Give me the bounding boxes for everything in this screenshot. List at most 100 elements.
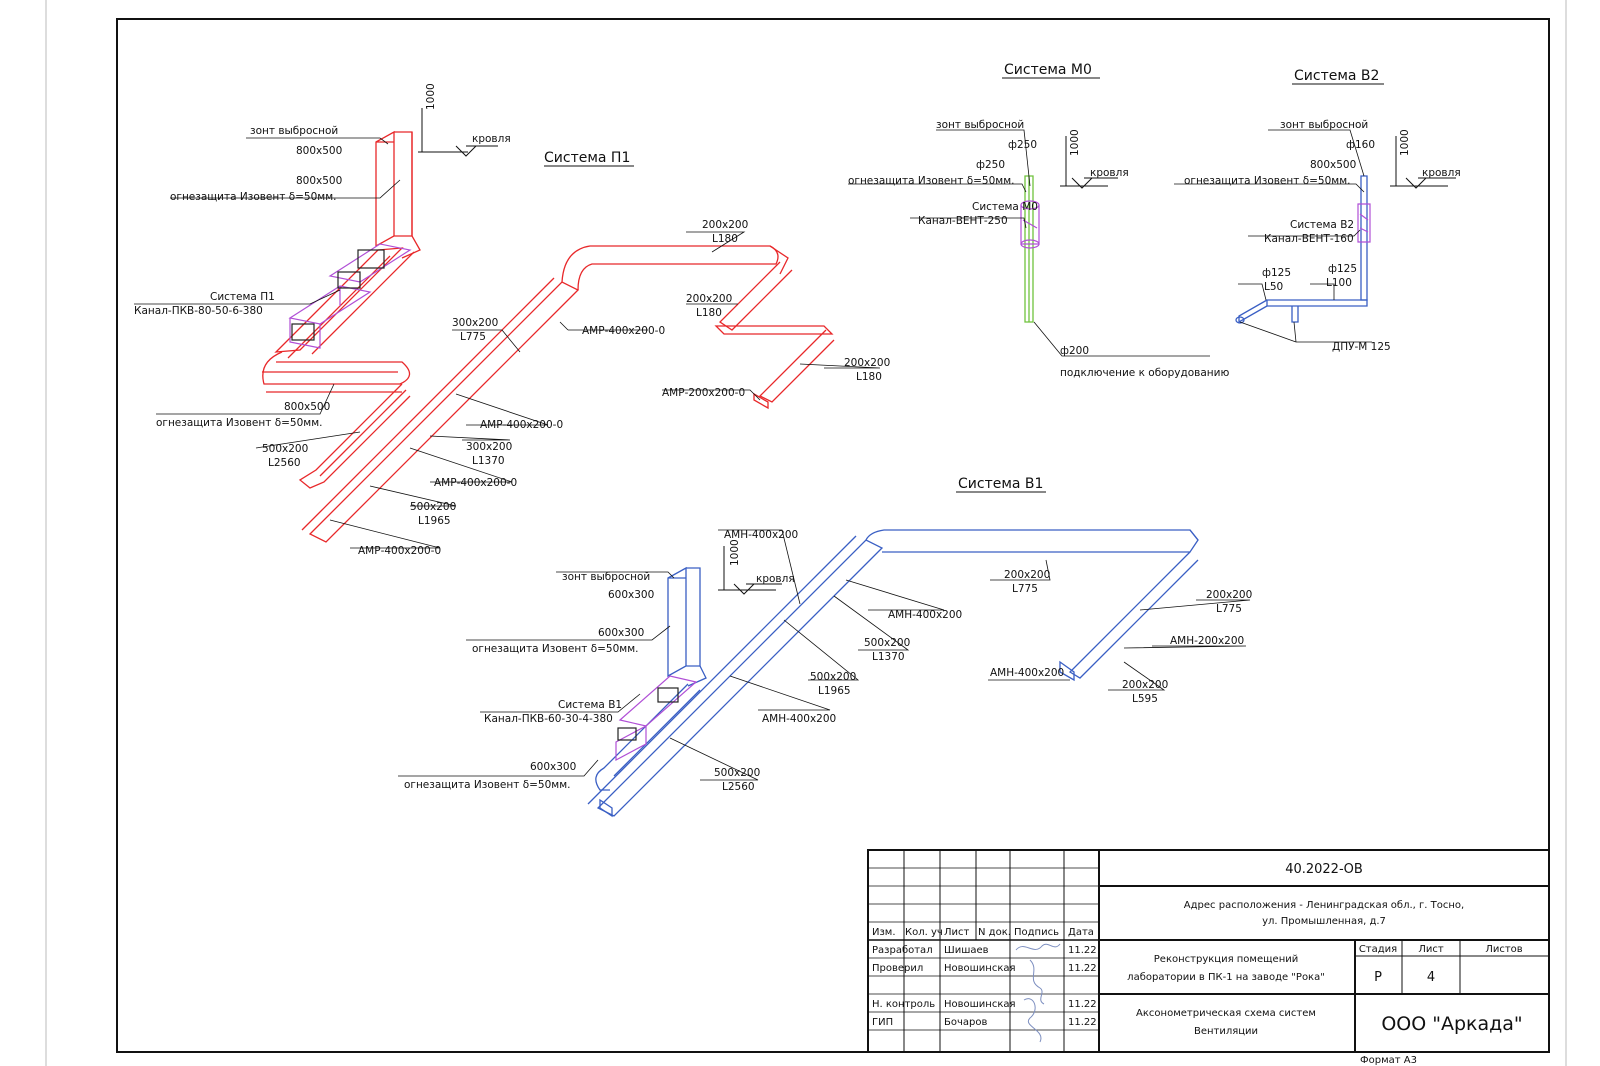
sheet-value: 4 [1427, 970, 1435, 985]
company-name: ООО "Аркада" [1381, 1013, 1522, 1035]
m0-label-4: огнезащита Изовент δ=50мм. [848, 175, 1014, 187]
v1-label-25: L595 [1132, 693, 1158, 705]
drawing-line-2: Вентиляции [1194, 1026, 1258, 1037]
p1-label-19: L1965 [418, 515, 451, 527]
system-m0 [1024, 175, 1034, 323]
m0-label-3: ф250 [976, 159, 1005, 171]
p1-label-18: 500x200 [410, 501, 456, 513]
row-5-name: Бочаров [944, 1017, 987, 1028]
v1-label-3: 600x300 [608, 589, 654, 601]
row-2-date: 11.22 [1068, 963, 1097, 974]
v1-label-17: L2560 [722, 781, 755, 793]
p1-label-9: 500x200 [262, 443, 308, 455]
v1-label-9: огнезащита Изовент δ=50мм. [404, 779, 570, 791]
project-line-2: лаборатории в ПК-1 на заводе "Рока" [1127, 972, 1325, 983]
p1-label-1: зонт выбросной [250, 125, 338, 137]
v1-label-23: АМН-400x200 [990, 667, 1064, 679]
v2-label-1: зонт выбросной [1280, 119, 1368, 131]
v1-label-7: Канал-ПКВ-60-30-4-380 [484, 713, 613, 725]
v1-label-16: 500x200 [714, 767, 760, 779]
roof-markers [418, 108, 1456, 595]
v1-label-18: 200x200 [1004, 569, 1050, 581]
signatures [1015, 943, 1061, 1043]
v1-label-13: 500x200 [810, 671, 856, 683]
roof-label-v1: кровля [756, 573, 795, 585]
row-4-date: 11.22 [1068, 999, 1097, 1010]
p1-label-2: 800x500 [296, 145, 342, 157]
title-m0: Система М0 [1004, 62, 1092, 78]
m0-label-5: Система М0 [972, 201, 1038, 213]
row-5-role: ГИП [872, 1017, 893, 1028]
leader-lines [134, 129, 1372, 781]
p1-label-27: АМР-200x200-0 [662, 387, 745, 399]
v2-label-5: Система В2 [1290, 219, 1354, 231]
address-line-1: Адрес расположения - Ленинградская обл.,… [1184, 900, 1464, 911]
v1-label-2: зонт выбросной [562, 571, 650, 583]
m0-label-7: ф200 [1060, 345, 1089, 357]
p1-label-25: 200x200 [844, 357, 890, 369]
p1-label-4: огнезащита Изовент δ=50мм. [170, 191, 336, 203]
system-v2 [1235, 175, 1368, 324]
p1-label-20: АМР-400x200-0 [358, 545, 441, 557]
p1-label-8: огнезащита Изовент δ=50мм. [156, 417, 322, 429]
unit-m0 [1020, 200, 1040, 249]
v2-label-2: ф160 [1346, 139, 1375, 151]
v1-label-24: 200x200 [1122, 679, 1168, 691]
sheet-header: Лист [1418, 944, 1444, 955]
drawing-frame [116, 18, 1550, 1053]
hdr-list: Лист [944, 927, 970, 938]
v1-label-10: АМН-400x200 [888, 609, 962, 621]
row-1-name: Шишаев [944, 945, 989, 956]
p1-label-5: Система П1 [210, 291, 275, 303]
row-2-name: Новошинская [944, 963, 1016, 974]
row-4-role: Н. контроль [872, 999, 935, 1010]
unit-p1 [288, 243, 412, 349]
p1-label-24: L180 [696, 307, 722, 319]
p1-label-14: АМР-400x200-0 [480, 419, 563, 431]
m0-label-1: зонт выбросной [936, 119, 1024, 131]
v2-label-6: Канал-ВЕНТ-160 [1264, 233, 1354, 245]
v2-label-9: ф125 [1328, 263, 1357, 275]
v1-label-6: Система В1 [558, 699, 622, 711]
v2-label-7: ф125 [1262, 267, 1291, 279]
p1-label-26: L180 [856, 371, 882, 383]
roof-dim-m0: 1000 [1069, 129, 1081, 156]
v2-label-8: L50 [1264, 281, 1283, 293]
v1-label-11: 500x200 [864, 637, 910, 649]
p1-label-6: Канал-ПКВ-80-50-6-380 [134, 305, 263, 317]
v1-label-22: АМН-200x200 [1170, 635, 1244, 647]
v1-label-15: АМН-400x200 [762, 713, 836, 725]
row-5-date: 11.22 [1068, 1017, 1097, 1028]
v1-label-8: 600x300 [530, 761, 576, 773]
stage-value: Р [1374, 970, 1382, 985]
address-line-2: ул. Промышленная, д.7 [1262, 916, 1386, 927]
p1-label-16: L1370 [472, 455, 505, 467]
sheets-header: Листов [1485, 944, 1522, 955]
stage-header: Стадия [1359, 944, 1397, 955]
drawing-line-1: Аксонометрическая схема систем [1136, 1008, 1316, 1019]
p1-label-3: 800x500 [296, 175, 342, 187]
v1-label-12: L1370 [872, 651, 905, 663]
v1-label-21: L775 [1216, 603, 1242, 615]
v2-label-10: L100 [1326, 277, 1352, 289]
roof-dim-p1: 1000 [425, 83, 437, 110]
hdr-podp: Подпись [1014, 927, 1059, 938]
row-1-role: Разработал [872, 945, 933, 956]
doc-code: 40.2022-ОВ [1285, 862, 1363, 877]
v1-label-14: L1965 [818, 685, 851, 697]
hdr-data: Дата [1068, 927, 1094, 938]
v1-label-1: АМН-400x200 [724, 529, 798, 541]
format-label: Формат А3 [1360, 1055, 1417, 1066]
m0-label-2: ф250 [1008, 139, 1037, 151]
m0-label-8: подключение к оборудованию [1060, 367, 1229, 379]
p1-label-22: L180 [712, 233, 738, 245]
roof-label-m0: кровля [1090, 167, 1129, 179]
v2-label-3: 800x500 [1310, 159, 1356, 171]
system-v1 [587, 529, 1199, 818]
v1-label-4: 600x300 [598, 627, 644, 639]
row-1-date: 11.22 [1068, 945, 1097, 956]
p1-label-15: 300x200 [466, 441, 512, 453]
v2-label-11: ДПУ-М 125 [1332, 341, 1391, 353]
roof-dim-v1: 1000 [729, 539, 741, 566]
system-p1 [262, 130, 835, 543]
